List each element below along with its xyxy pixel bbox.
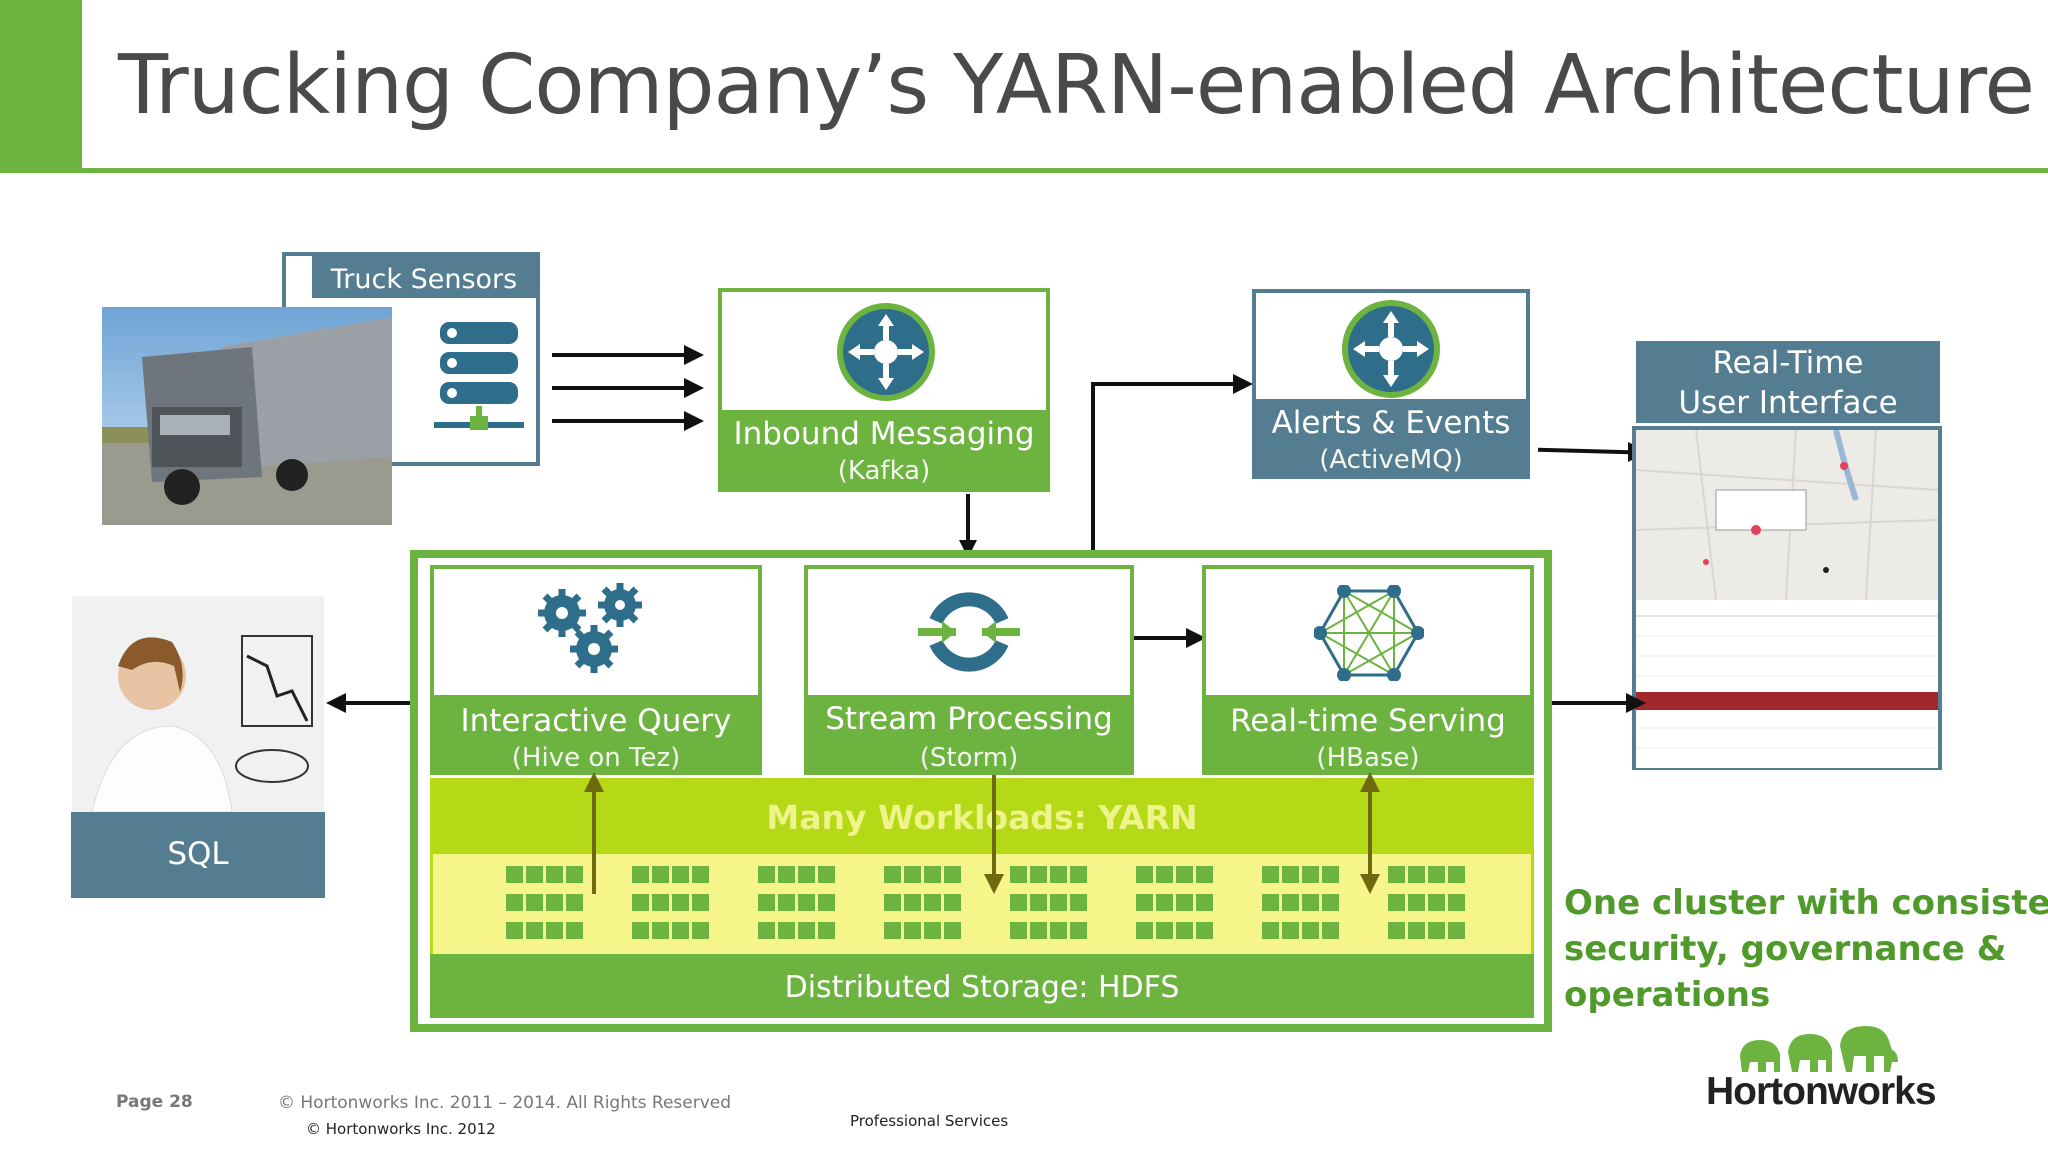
storm-access-arrowhead — [984, 874, 1004, 894]
interactive-title: Interactive Query — [460, 703, 732, 739]
brand-name: Hortonworks — [1706, 1070, 1937, 1113]
inbound-title: Inbound Messaging — [733, 416, 1035, 452]
table-preview — [1636, 602, 1938, 768]
serving-title: Real-time Serving — [1230, 703, 1506, 739]
department: Professional Services — [850, 1112, 1009, 1130]
network-icon — [1314, 585, 1424, 681]
sql-box — [71, 812, 325, 898]
interactive-query-box: Interactive Query (Hive on Tez) — [430, 565, 762, 775]
cluster-to-ui-line — [1540, 701, 1626, 705]
realtime-ui-header: Real-Time User Interface — [1636, 341, 1940, 423]
cluster-note-line2: security, governance & — [1564, 929, 2007, 969]
cluster-note-line3: operations — [1564, 975, 1771, 1015]
elephants-logo-icon — [1740, 1026, 1898, 1072]
sensor-server-icon — [434, 322, 524, 430]
copyright: © Hortonworks Inc. 2011 – 2014. All Righ… — [278, 1093, 732, 1113]
map-preview — [1636, 430, 1938, 600]
stream-title: Stream Processing — [825, 701, 1113, 737]
truck-sensors-label: Truck Sensors — [330, 264, 518, 295]
yarn-label: Many Workloads: YARN — [766, 798, 1198, 837]
hub-icon-alerts — [1342, 300, 1440, 398]
storm-to-alerts-horizontal — [1091, 382, 1233, 386]
sensor-arrow-2 — [552, 386, 684, 390]
storm-to-alerts-arrowhead — [1233, 374, 1253, 394]
realtime-ui-line2: User Interface — [1678, 385, 1898, 421]
cluster-to-sql-line — [346, 701, 416, 705]
storm-access-line — [992, 775, 996, 875]
cluster-to-sql-arrowhead — [326, 693, 346, 713]
node-grid — [506, 866, 1465, 939]
sensor-arrowhead-2 — [684, 378, 704, 398]
truck-photo — [102, 307, 392, 525]
inbound-sub: (Kafka) — [837, 456, 931, 486]
realtime-serving-box: Real-time Serving (HBase) — [1202, 565, 1534, 775]
stream-processing-box: Stream Processing (Storm) — [804, 565, 1134, 775]
kafka-to-storm-line — [966, 494, 970, 542]
cluster-to-ui-arrowhead — [1626, 693, 1646, 713]
hbase-access-arrowhead-down — [1360, 874, 1380, 894]
hdfs-band — [430, 954, 1534, 1018]
realtime-ui-screenshot — [1632, 426, 1942, 770]
alerts-title: Alerts & Events — [1271, 405, 1511, 441]
hbase-access-line — [1368, 790, 1372, 876]
realtime-ui-line1: Real-Time — [1712, 345, 1864, 381]
alerts-events-box: Alerts & Events (ActiveMQ) — [1252, 289, 1530, 479]
stream-sub: (Storm) — [919, 743, 1019, 773]
truck-sensors-header — [312, 256, 536, 298]
sensor-arrowhead-1 — [684, 345, 704, 365]
analyst-photo — [72, 596, 324, 812]
title-divider — [0, 168, 2048, 173]
stream-icon — [918, 592, 1020, 672]
alerts-sub: (ActiveMQ) — [1319, 445, 1463, 475]
title-accent-bar — [0, 0, 82, 170]
yarn-band — [430, 778, 1534, 854]
sensor-arrow-3 — [552, 419, 684, 423]
page-number: Page 28 — [116, 1092, 193, 1112]
copyright-2012: © Hortonworks Inc. 2012 — [306, 1120, 496, 1138]
hbase-access-arrowhead-up — [1360, 772, 1380, 792]
page-title: Trucking Company’s YARN-enabled Architec… — [118, 38, 2035, 133]
hive-access-line — [592, 790, 596, 894]
storm-to-hbase-arrowhead — [1186, 628, 1206, 648]
hub-icon — [837, 303, 935, 401]
interactive-sub: (Hive on Tez) — [511, 743, 681, 773]
alerts-to-ui-line — [1537, 447, 1631, 455]
storm-to-alerts-vertical — [1091, 382, 1095, 550]
sql-label: SQL — [167, 836, 229, 872]
sensor-arrowhead-3 — [684, 411, 704, 431]
serving-sub: (HBase) — [1316, 743, 1420, 773]
nodes-band — [430, 854, 1534, 954]
hdfs-label: Distributed Storage: HDFS — [784, 970, 1180, 1005]
hive-access-arrowhead — [584, 772, 604, 792]
gears-icon — [538, 583, 642, 673]
sensor-arrow-1 — [552, 353, 684, 357]
cluster-note-line1: One cluster with consistent — [1564, 883, 2048, 923]
storm-to-hbase-line — [1134, 636, 1186, 640]
inbound-messaging-box: Inbound Messaging (Kafka) — [718, 288, 1050, 492]
cluster-note: One cluster with consistent security, go… — [1564, 880, 2048, 1018]
